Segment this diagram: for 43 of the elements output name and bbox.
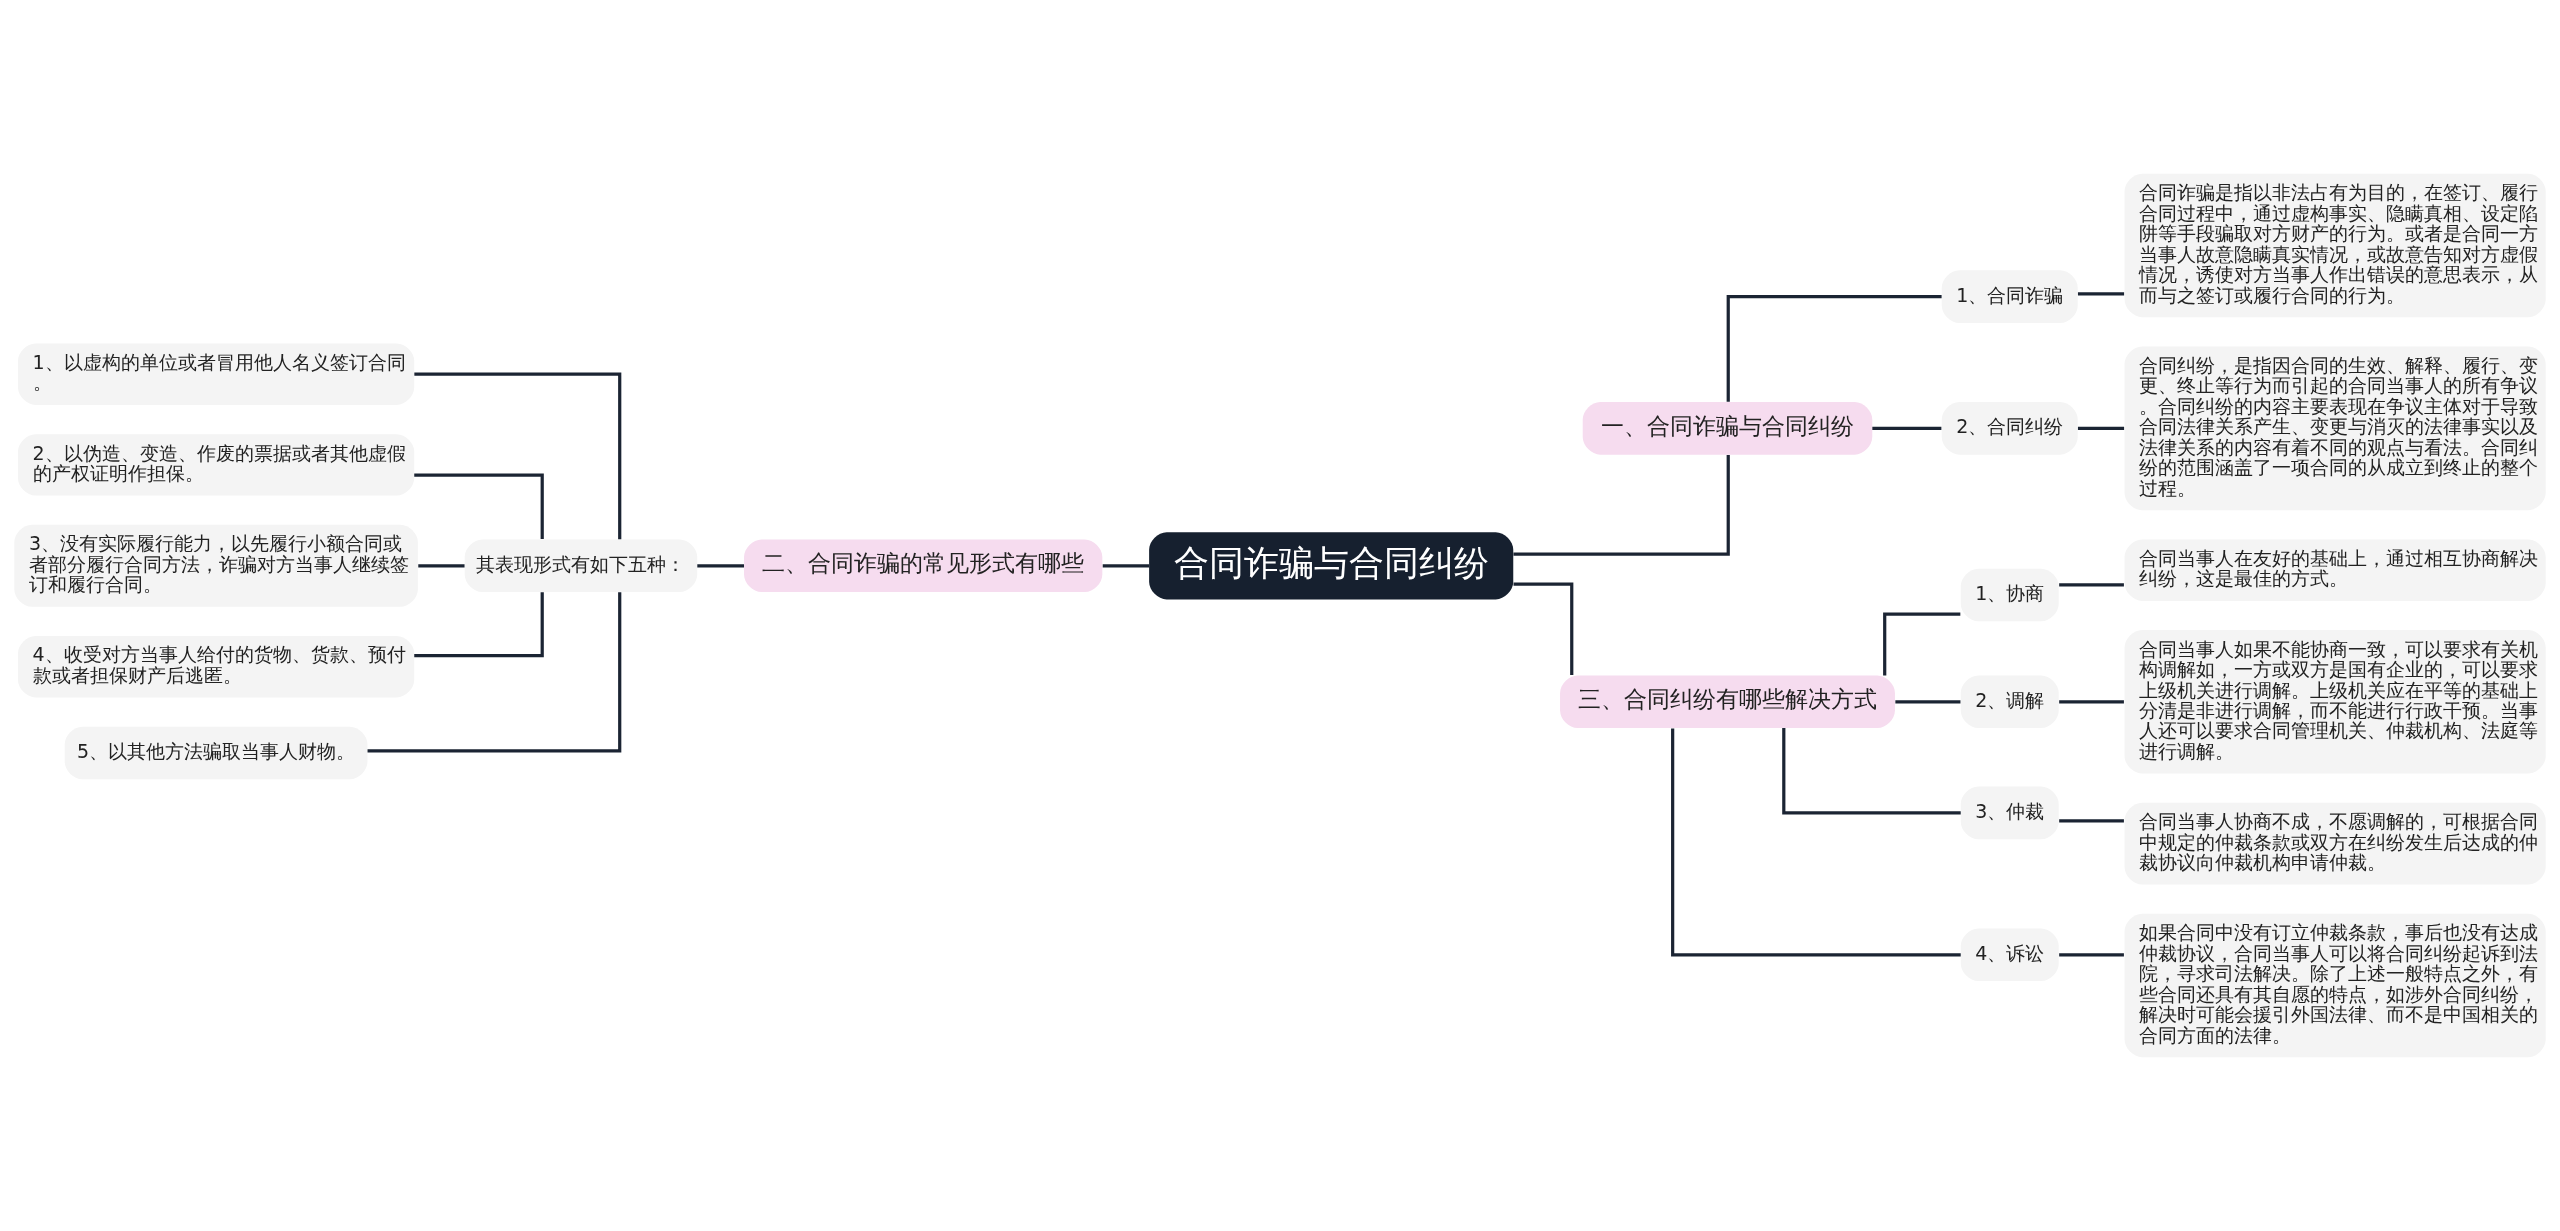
node-box: 1、协商 [1960,568,2059,622]
node-box: 2、以伪造、变造、作废的票据或者其他虚假的产权证明作担保。 [17,434,415,496]
connector [1883,612,1961,676]
node-box: 5、以其他方法骗取当事人财物。 [64,726,368,780]
node-box: 合同当事人在友好的基础上，通过相互协商解决纠纷，这是最佳的方式。 [2124,539,2546,601]
node-box: 合同当事人协商不成，不愿调解的，可根据合同中规定的仲裁条款或双方在纠纷发生后达成的仲裁协议向仲裁机构申请仲裁。 [2124,802,2546,885]
connector [1895,700,1961,704]
connector [414,473,544,540]
connector [1671,728,1961,957]
node-box: 其表现形式有如下五种： [464,539,698,593]
connector [2077,426,2125,430]
node-box: 合同诈骗是指以非法占有为目的，在签订、履行合同过程中，通过虚构事实、隐瞒真相、设定陷阱等手段骗取对方财产的行为。或者是合同一方当事人故意隐瞒真实情况，或故意告知对方虚假情况，诱使对方当事人作出错误的意思表示，从而与之签订或履行合同的行为。 [2124,173,2546,318]
connector [418,564,465,568]
node-box: 二、合同诈骗的常见形式有哪些 [744,539,1103,593]
connector [1102,564,1150,568]
node-box: 2、合同纠纷 [1941,402,2078,455]
connector [2059,700,2124,704]
connector [2077,292,2125,296]
node-box: 4、收受对方当事人给付的货物、货款、预付款或者担保财产后逃匿。 [17,635,415,698]
node-box: 2、调解 [1960,675,2059,729]
connector [1513,455,1730,556]
connector [2059,819,2124,823]
connector [414,592,544,658]
connector [1872,426,1942,430]
connector [414,372,622,540]
connector [2059,953,2124,957]
node-box: 3、没有实际履行能力，以先履行小额合同或者部分履行合同方法，诈骗对方当事人继续签订和履行合同。 [14,524,418,607]
node-box: 一、合同诈骗与合同纠纷 [1582,402,1873,455]
connector [1782,728,1961,815]
connector [1513,582,1574,676]
node-box: 4、诉讼 [1960,928,2059,982]
connector [697,564,744,568]
node-box: 3、仲裁 [1960,786,2059,840]
node-box: 合同诈骗与合同纠纷 [1149,532,1514,600]
connector [367,592,622,753]
node-box: 三、合同纠纷有哪些解决方式 [1560,675,1895,729]
node-box: 合同纠纷，是指因合同的生效、解释、履行、变更、终止等行为而引起的合同当事人的所有争议。合同纠纷的内容主要表现在争议主体对于导致合同法律关系产生、变更与消灭的法律事实以及法律关系的内容有着不同的观点与看法。合同纠纷的范围涵盖了一项合同的从成立到终止的整个过程。 [2124,346,2546,511]
connector [2059,583,2124,587]
connector [1726,295,1942,402]
node-box: 如果合同中没有订立仲裁条款，事后也没有达成仲裁协议，合同当事人可以将合同纠纷起诉到法院，寻求司法解决。除了上述一般特点之外，有些合同还具有其自愿的特点，如涉外合同纠纷，解决时可能会援引外国法律、而不是中国相关的合同方面的法律。 [2124,913,2546,1058]
node-box: 1、合同诈骗 [1941,270,2078,323]
node-box: 合同当事人如果不能协商一致，可以要求有关机构调解如，一方或双方是国有企业的，可以要求上级机关进行调解。上级机关应在平等的基础上分清是非进行调解，而不能进行行政干预。当事人还可以要求合同管理机关、仲裁机构、法庭等进行调解。 [2124,630,2546,774]
node-box: 1、以虚构的单位或者冒用他人名义签订合同。 [17,343,415,405]
